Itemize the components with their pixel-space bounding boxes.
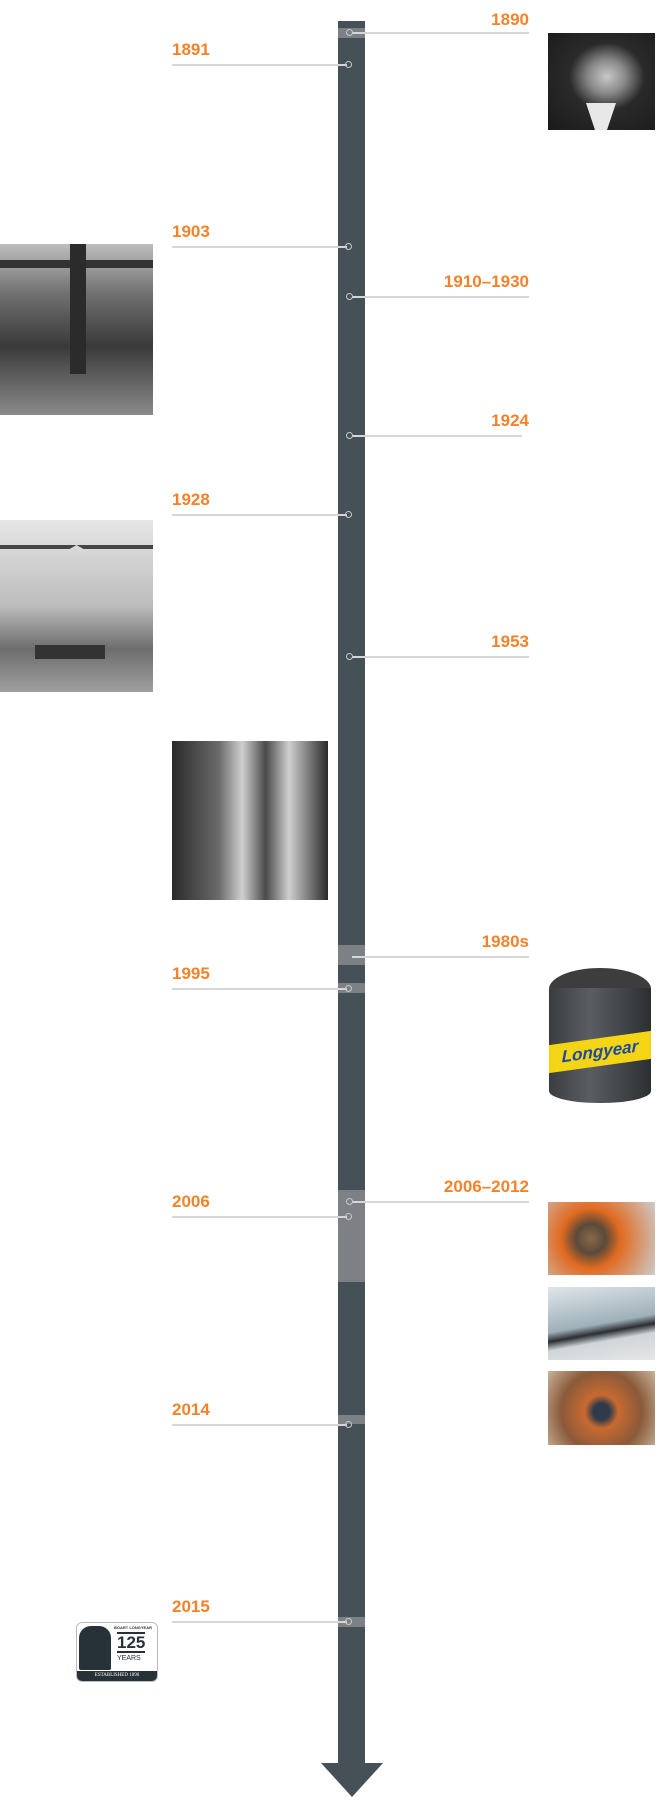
event-year-1980s: 1980s bbox=[481, 932, 529, 951]
timeline-arrow-icon bbox=[321, 1763, 383, 1797]
event-year-1928: 1928 bbox=[172, 490, 210, 509]
event-year-1995: 1995 bbox=[172, 964, 210, 983]
marker-dot bbox=[345, 1213, 352, 1220]
timeline-highlight-2014 bbox=[338, 1415, 365, 1424]
marker-dot bbox=[345, 511, 352, 518]
connector-line bbox=[352, 435, 522, 437]
logo-word: YEARS bbox=[117, 1655, 141, 1662]
marker-dot bbox=[345, 1618, 352, 1625]
connector-line bbox=[172, 514, 347, 516]
marker-dot bbox=[345, 1421, 352, 1428]
event-year-1891: 1891 bbox=[172, 40, 210, 59]
event-year-1924: 1924 bbox=[491, 411, 529, 430]
event-year-2015: 2015 bbox=[172, 1597, 210, 1616]
marker-dot bbox=[346, 293, 353, 300]
marker-dot bbox=[346, 1198, 353, 1205]
timeline-bar bbox=[338, 21, 365, 1764]
longyear-core-bit-photo: Longyear bbox=[545, 968, 655, 1115]
event-year-2014: 2014 bbox=[172, 1400, 210, 1419]
logo-brand: BOART LONGYEAR bbox=[114, 1625, 152, 1630]
connector-line bbox=[352, 956, 529, 958]
drill-tool-photo bbox=[548, 1287, 655, 1360]
founder-portrait-photo bbox=[548, 33, 655, 130]
drill-crew-1903-photo bbox=[0, 244, 153, 415]
marker-dot bbox=[345, 985, 352, 992]
connector-line bbox=[172, 64, 347, 66]
event-year-1903: 1903 bbox=[172, 222, 210, 241]
connector-line bbox=[352, 656, 529, 658]
bridge-drilling-1928-photo bbox=[0, 520, 153, 692]
connector-line bbox=[172, 988, 347, 990]
event-year-2006-2012: 2006–2012 bbox=[443, 1177, 529, 1196]
logo-tagline: ESTABLISHED 1890 bbox=[77, 1671, 157, 1681]
marker-dot bbox=[346, 432, 353, 439]
connector-line bbox=[352, 296, 529, 298]
event-year-1890: 1890 bbox=[491, 10, 529, 29]
marker-dot bbox=[345, 243, 352, 250]
glove-core-photo bbox=[548, 1202, 655, 1275]
event-year-1953: 1953 bbox=[491, 632, 529, 651]
125-years-logo: BOART LONGYEAR 125 YEARS ESTABLISHED 189… bbox=[76, 1622, 158, 1682]
timeline-highlight-1980s bbox=[338, 945, 365, 965]
event-year-1910-1930: 1910–1930 bbox=[443, 272, 529, 291]
handheld-device-photo bbox=[548, 1371, 655, 1445]
timeline-highlight-2006 bbox=[338, 1190, 365, 1282]
event-year-2006: 2006 bbox=[172, 1192, 210, 1211]
marker-dot bbox=[346, 653, 353, 660]
connector-line bbox=[352, 32, 529, 34]
connector-line bbox=[172, 246, 347, 248]
connector-line bbox=[352, 1201, 529, 1203]
connector-line bbox=[172, 1424, 347, 1426]
marker-dot bbox=[345, 61, 352, 68]
connector-line bbox=[172, 1621, 347, 1623]
drill-rig-demo-photo bbox=[172, 741, 328, 900]
marker-dot bbox=[346, 29, 353, 36]
logo-number: 125 bbox=[117, 1632, 146, 1653]
connector-line bbox=[172, 1216, 347, 1218]
